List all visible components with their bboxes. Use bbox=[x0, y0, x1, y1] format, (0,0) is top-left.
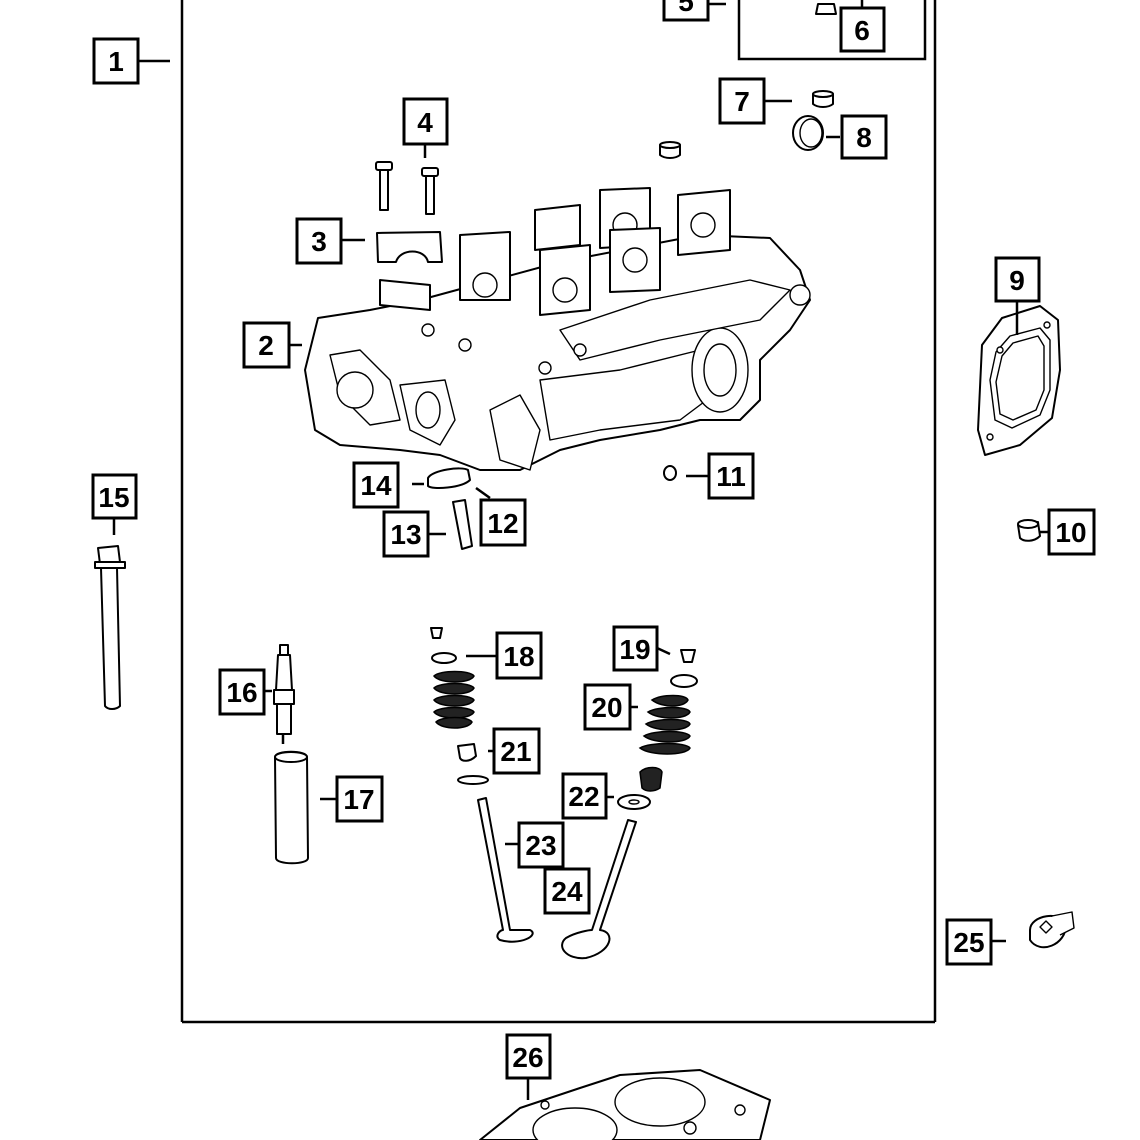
callout-label: 25 bbox=[953, 927, 984, 958]
o-ring-part bbox=[663, 465, 677, 481]
callout-label: 12 bbox=[487, 508, 518, 539]
callout-17: 17 bbox=[335, 775, 384, 823]
cap-bolts-part bbox=[375, 161, 439, 215]
dowel-part-2 bbox=[659, 141, 681, 159]
callout-15: 15 bbox=[91, 473, 138, 520]
assembly-frame bbox=[180, 0, 937, 1024]
leader-lines bbox=[112, 0, 1048, 1100]
callout-label: 1 bbox=[108, 46, 124, 77]
plug-part bbox=[792, 115, 824, 151]
nut-part bbox=[815, 3, 837, 15]
callout-label: 14 bbox=[360, 470, 392, 501]
callout-8: 8 bbox=[840, 114, 888, 160]
callout-label: 22 bbox=[568, 781, 599, 812]
callout-label: 2 bbox=[258, 330, 274, 361]
callout-3: 3 bbox=[295, 217, 343, 265]
intake-valve-train-part bbox=[430, 627, 534, 943]
seal-part bbox=[427, 467, 471, 489]
callout-label: 8 bbox=[856, 122, 872, 153]
spark-plug-part bbox=[273, 644, 295, 744]
callout-10: 10 bbox=[1047, 508, 1096, 556]
valve-guide-part bbox=[452, 499, 473, 550]
callout-21: 21 bbox=[492, 727, 541, 775]
callout-13: 13 bbox=[382, 510, 430, 558]
callout-label: 18 bbox=[503, 641, 534, 672]
callout-label: 5 bbox=[678, 0, 694, 17]
callout-22: 22 bbox=[561, 772, 608, 820]
callout-20: 20 bbox=[583, 683, 632, 731]
callout-1: 1 bbox=[92, 37, 140, 85]
callout-23: 23 bbox=[517, 821, 565, 869]
head-bolt-part bbox=[94, 545, 126, 710]
callout-9: 9 bbox=[994, 256, 1041, 303]
head-gasket-part bbox=[479, 1069, 771, 1140]
callout-label: 3 bbox=[311, 226, 327, 257]
callout-label: 4 bbox=[417, 107, 433, 138]
gasket-part bbox=[977, 305, 1061, 456]
callout-25: 25 bbox=[945, 918, 993, 966]
callout-label: 19 bbox=[619, 634, 650, 665]
callout-label: 9 bbox=[1009, 265, 1025, 296]
callout-6: 6 bbox=[839, 6, 886, 53]
callout-label: 16 bbox=[226, 677, 257, 708]
callout-label: 6 bbox=[854, 15, 870, 46]
dowel-part-10 bbox=[1017, 519, 1041, 542]
callout-label: 26 bbox=[512, 1042, 543, 1073]
callout-11: 11 bbox=[707, 452, 755, 500]
callout-14: 14 bbox=[352, 461, 400, 509]
callout-label: 23 bbox=[525, 830, 556, 861]
callout-label: 10 bbox=[1055, 517, 1086, 548]
callout-7: 7 bbox=[718, 77, 766, 125]
threaded-plug-part bbox=[1029, 911, 1075, 949]
dowel-part bbox=[812, 90, 834, 108]
callout-4: 4 bbox=[402, 97, 449, 146]
callout-16: 16 bbox=[218, 668, 266, 716]
callout-label: 20 bbox=[591, 692, 622, 723]
spark-plug-tube-part bbox=[274, 750, 309, 865]
callout-label: 13 bbox=[390, 519, 421, 550]
callout-label: 7 bbox=[734, 86, 750, 117]
bearing-cap-part bbox=[376, 231, 443, 263]
callout-5: 5 bbox=[662, 0, 710, 22]
callout-24: 24 bbox=[543, 867, 591, 915]
callout-label: 24 bbox=[551, 876, 583, 907]
callout-12: 12 bbox=[479, 498, 527, 547]
callout-label: 21 bbox=[500, 736, 531, 767]
callout-2: 2 bbox=[242, 321, 291, 369]
callout-18: 18 bbox=[495, 631, 543, 680]
callout-label: 11 bbox=[716, 461, 746, 492]
exhaust-valve-train-part bbox=[561, 649, 698, 960]
callout-label: 17 bbox=[343, 784, 374, 815]
cylinder-head-part bbox=[304, 187, 811, 471]
callout-19: 19 bbox=[612, 625, 659, 672]
callout-26: 26 bbox=[505, 1033, 552, 1080]
callout-label: 15 bbox=[98, 482, 129, 513]
